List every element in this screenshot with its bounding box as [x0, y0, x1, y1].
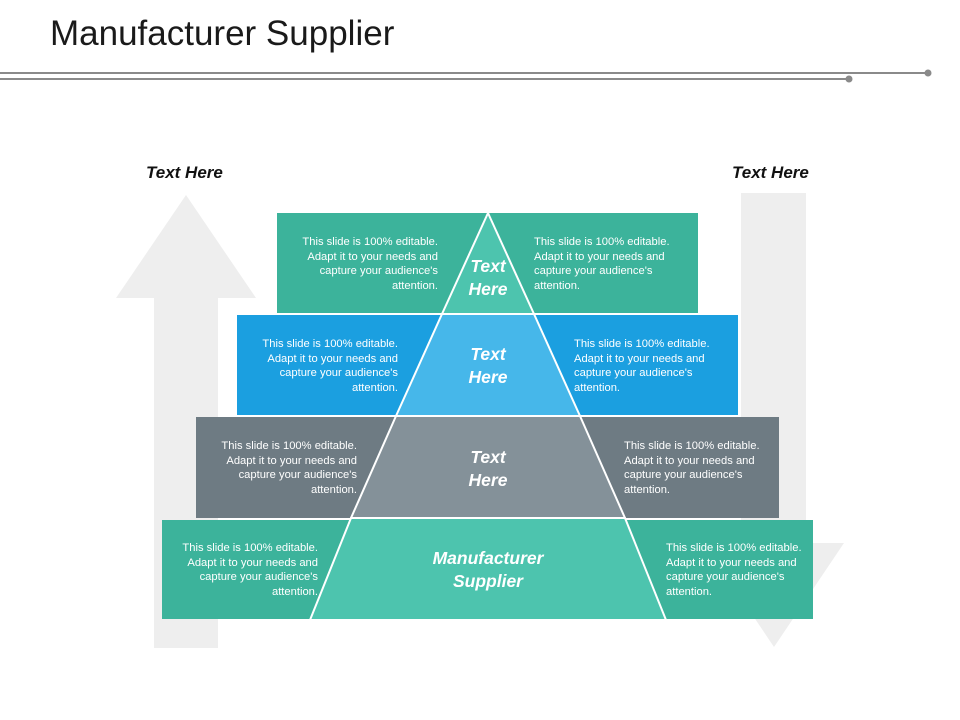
level-3-label-line2: Here — [468, 470, 508, 490]
left-arrow-label: Text Here — [146, 163, 223, 182]
level-1-label-line2: Here — [468, 279, 508, 299]
level-2-label-line2: Here — [468, 367, 508, 387]
header-rule-lower-dot — [845, 75, 853, 83]
level-1-left-text: This slide is 100% editable. Adapt it to… — [302, 236, 438, 292]
level-2-left-text: This slide is 100% editable. Adapt it to… — [262, 338, 398, 394]
pyramid-tier-4 — [308, 517, 668, 621]
level-3-label-line1: Text — [470, 447, 506, 467]
level-3-right-text: This slide is 100% editable. Adapt it to… — [624, 440, 760, 496]
right-arrow-label: Text Here — [732, 163, 809, 182]
page-title: Manufacturer Supplier — [50, 14, 395, 53]
level-2-label: Text Here — [408, 343, 568, 389]
level-4-label-line2: Supplier — [452, 571, 523, 591]
level-1-right-text: This slide is 100% editable. Adapt it to… — [534, 236, 670, 292]
level-1-label-line1: Text — [470, 256, 506, 276]
level-2-right-text: This slide is 100% editable. Adapt it to… — [574, 338, 710, 394]
level-3-left-text: This slide is 100% editable. Adapt it to… — [221, 440, 357, 496]
level-3-label: Text Here — [408, 446, 568, 492]
level-4-right-text: This slide is 100% editable. Adapt it to… — [666, 542, 802, 598]
level-4-left-text: This slide is 100% editable. Adapt it to… — [182, 542, 318, 598]
up-arrow-shape — [116, 195, 256, 648]
level-2-label-line1: Text — [470, 344, 506, 364]
header-rule-upper-dot — [924, 69, 932, 77]
level-4-label-line1: Manufacturer — [432, 548, 544, 568]
level-4-label: Manufacturer Supplier — [408, 547, 568, 593]
level-1-label: Text Here — [408, 255, 568, 301]
